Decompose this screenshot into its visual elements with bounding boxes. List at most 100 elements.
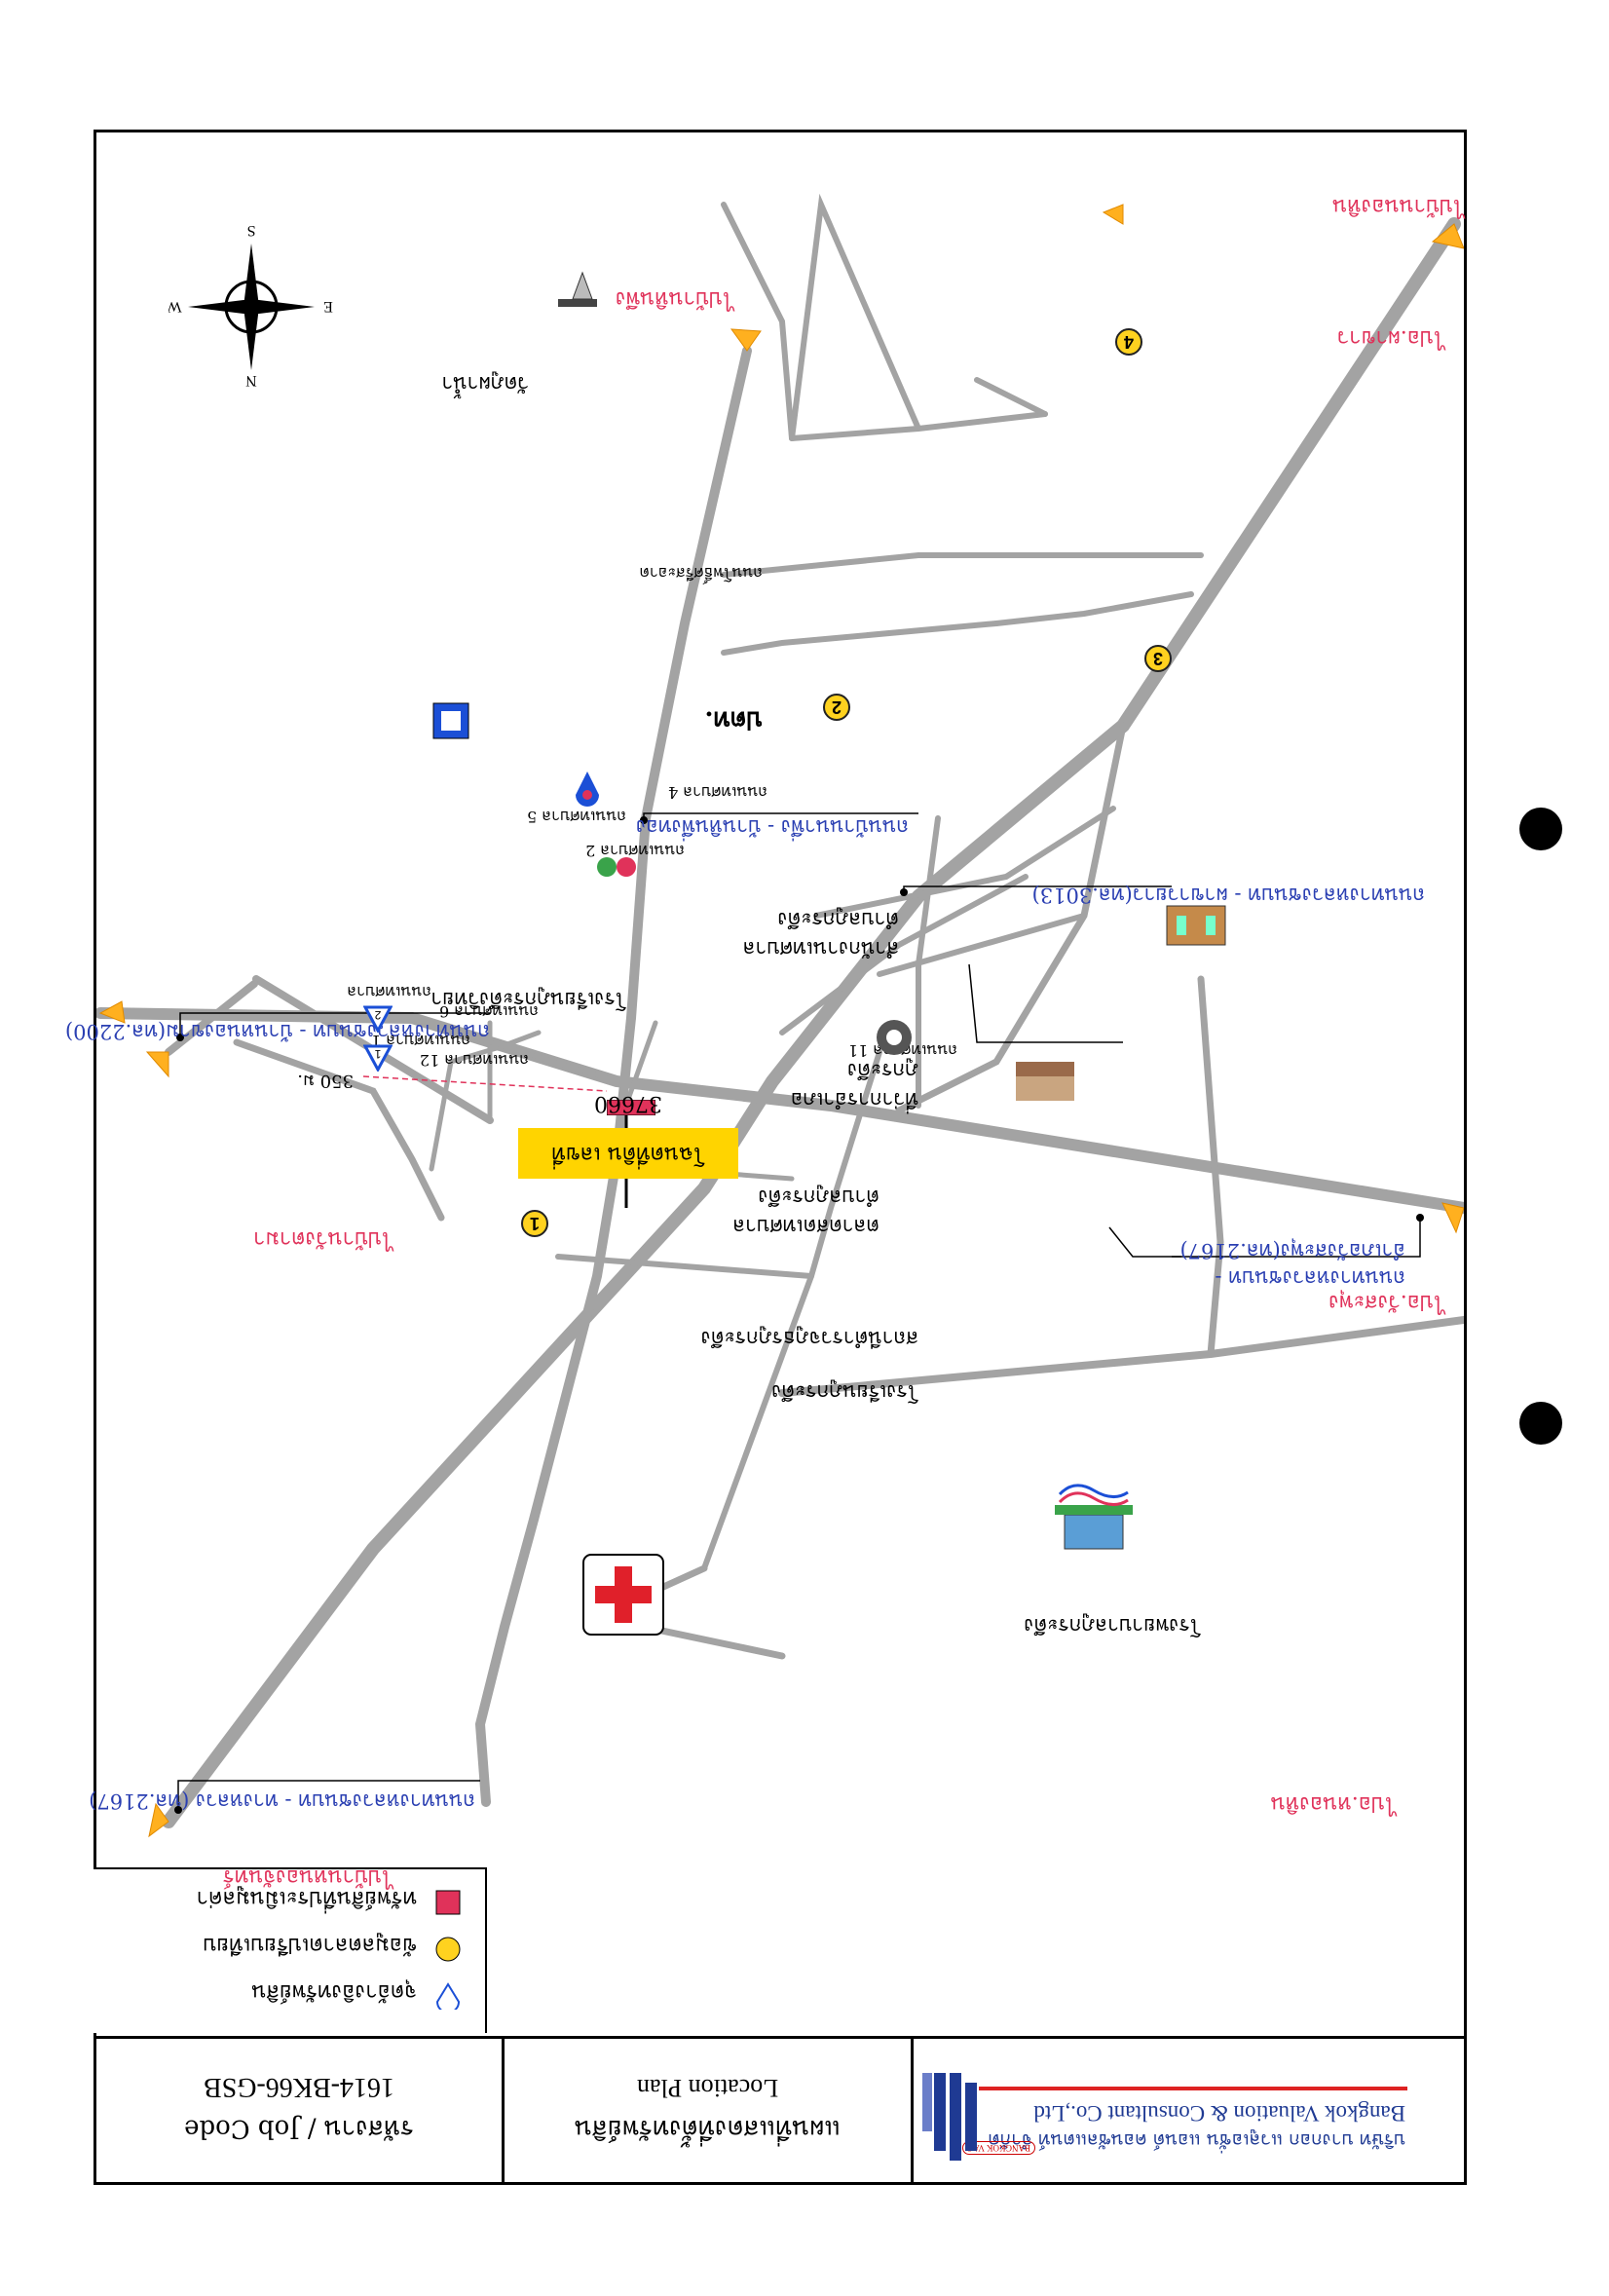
punch-hole-upper	[1519, 1402, 1562, 1445]
landmark-school-1-label: โรงเรียนภูกระดึงวิทยา	[430, 988, 626, 1011]
dest-ban-hin-phung: ไปบ้านหินพึง	[615, 286, 733, 311]
legend: ทรัพย์สินที่ประเมินมูลค่า ข้อมูลตลาดเปรี…	[94, 1867, 487, 2033]
plan-title-thai: แผนที่แสดงที่ตั้งทรัพย์สิน	[575, 2114, 841, 2143]
road-soi-top-2	[974, 377, 1048, 417]
compass-east-label: E	[323, 298, 333, 315]
company-name-english: Bangkok Valuation & Consultant Co.,Ltd	[1033, 2101, 1405, 2126]
landmark-fresh-market-line1: ตลาดสดเทศบาล	[732, 1215, 879, 1238]
arrow-nong-hin	[1431, 223, 1464, 249]
landmark-municipality-line2: ตำบลภูกระดึง	[777, 908, 899, 931]
market-point-3: 3	[1144, 645, 1172, 672]
street-soi-12: ถนนเทศบาล 12	[419, 1051, 529, 1070]
leader-line-3013	[903, 885, 1172, 892]
reference-point-1: 1	[363, 1044, 393, 1072]
hospital-cross-icon	[582, 1554, 664, 1636]
road-2200	[165, 980, 258, 1056]
leader-line-south	[643, 812, 918, 820]
arrow-wang-ta-ma	[145, 1051, 169, 1078]
market-point-2: 2	[823, 694, 850, 721]
police-station-icon	[432, 702, 469, 739]
compass-north-label: N	[245, 372, 257, 389]
job-code-label: รหัสงาน / Job Code	[184, 2114, 414, 2143]
road-soi-7	[916, 815, 941, 1109]
dest-ban-nong-hin: ไปบ้านนองหิน	[1332, 194, 1464, 218]
leader-line-2167b	[1172, 1218, 1421, 1258]
dest-amphoe-pha-khao: ไปอ.ผาขาว	[1336, 325, 1444, 350]
yellow-circle-icon	[435, 1937, 461, 1962]
road-soi-top-5	[721, 552, 999, 578]
legend-item-reference: จุดอ้างอิงทรัพย์สิน	[251, 1979, 417, 2004]
punch-hole-lower	[1519, 808, 1562, 850]
distance-line	[362, 1075, 608, 1092]
subject-property-marker	[607, 1100, 655, 1115]
compass-south-label: S	[247, 224, 256, 239]
company-underline	[979, 2087, 1407, 2090]
school-flags-icon	[597, 857, 636, 877]
road-soi-top-3	[789, 193, 921, 441]
distance-label: 350 ม.	[297, 1071, 354, 1091]
municipality-building-icon	[1166, 905, 1226, 946]
road-network	[96, 193, 1464, 1838]
compass-west-label: W	[168, 298, 182, 315]
subject-property-label: โฉนดที่ดิน เลขที่ 37660	[518, 1091, 738, 1179]
school-building-icon	[1055, 1484, 1133, 1550]
company-cell: บริษัท บางกอก แวลูเอชั่น แอนด์ คอนซัลแตน…	[911, 2039, 1464, 2182]
dest-ban-wang-ta-ma: ไปบ้านวังตามา	[253, 1226, 393, 1251]
compass-rose-icon: N S E W	[168, 224, 333, 389]
road-soi-top-6	[721, 621, 999, 656]
landmark-fresh-market-line2: ตำบลภูกระดึง	[758, 1186, 879, 1209]
market-point-4: 4	[1115, 328, 1142, 356]
road-soi-4	[813, 806, 1116, 919]
street-main-mid: ถนนเทศบาล	[347, 983, 431, 1001]
ptt-pin-icon	[576, 772, 599, 807]
road-label-2167b-line2: อำเภอวังสะพุง(ทล.2167)	[1179, 1239, 1406, 1262]
landmark-district-office-line1: ที่ว่าการอำเภอ	[790, 1088, 918, 1111]
road-soi-top-8	[993, 591, 1194, 626]
district-emblem-icon	[877, 1020, 912, 1055]
road-soi-1b	[429, 1059, 454, 1172]
road-soi-5	[877, 913, 1087, 977]
reference-point-1-number: 1	[374, 1047, 381, 1061]
dest-ban-nong-chan: ไปบ้านหนองจันทร์	[222, 1864, 393, 1889]
road-soi-8	[701, 1049, 882, 1571]
reference-point-2: 2	[363, 1005, 393, 1033]
landmark-ptt-label: ปตท.	[704, 705, 763, 734]
leader-line-school	[968, 963, 1123, 1043]
landmark-school-2-label: โรงเรียนภูกระดึง	[771, 1380, 918, 1404]
road-soi-11	[895, 722, 1127, 1114]
plan-title-cell: แผนที่แสดงที่ตั้งทรัพย์สิน Location Plan	[502, 2039, 911, 2182]
job-code-value: 1614-BK66-GSB	[204, 2072, 395, 2102]
landmark-police-label: สถานีตำรวจภูธรภูกระดึง	[700, 1327, 918, 1350]
temple-chandelier-icon	[558, 271, 597, 307]
road-soi-2	[1197, 975, 1224, 1358]
landmark-municipality-line1: สำนักงานเทศบาล	[742, 937, 899, 960]
road-soi-9	[555, 1254, 814, 1279]
road-south-lower	[626, 346, 752, 1023]
company-name-thai: บริษัท บางกอก แวลูเอชั่น แอนด์ คอนซัลแตน…	[988, 2129, 1405, 2151]
road-soi-top-4	[721, 202, 795, 441]
reference-point-2-number: 2	[374, 1008, 381, 1022]
title-bar: บริษัท บางกอก แวลูเอชั่น แอนด์ คอนซัลแตน…	[96, 2036, 1464, 2182]
landmark-temple-label: วัดภูผาน้ำ	[441, 372, 529, 395]
market-point-1: 1	[521, 1210, 548, 1237]
map-area: ทรัพย์สินที่ประเมินมูลค่า ข้อมูลตลาดเปรี…	[65, 130, 1464, 2036]
company-logo-icon	[922, 2073, 977, 2161]
road-soi-6	[779, 874, 1029, 1035]
dest-amphoe-nong-hin: ไปอ.หนองหิน	[1270, 1791, 1396, 1816]
market-photo-icon	[1016, 1062, 1074, 1101]
street-vertical-right: ถนนโพธิ์ศรีสะอาด	[639, 564, 763, 583]
legend-item-market: ข้อมูลตลาดเปรียบเทียบ	[203, 1933, 417, 1957]
map-frame: บริษัท บางกอก แวลูเอชั่น แอนด์ คอนซัลแตน…	[65, 130, 1467, 2185]
plan-title-english: Location Plan	[636, 2074, 779, 2102]
job-code-cell: รหัสงาน / Job Code 1614-BK66-GSB	[96, 2039, 502, 2182]
arrow-wang-saphung	[1441, 1202, 1464, 1234]
arrow-hin-phung	[730, 328, 762, 352]
road-label-2167a: ถนนทางหลวงชนบท - ทางหลวง (ทล.2167)	[89, 1789, 475, 1813]
blue-pin-icon	[435, 1982, 461, 2010]
arrow-top-side	[1102, 204, 1124, 225]
road-soi-1	[233, 1038, 445, 1222]
arrow-rt-side	[98, 1000, 126, 1024]
landmark-hospital-label: โรงพยาบาลภูกระดึง	[1024, 1614, 1201, 1637]
